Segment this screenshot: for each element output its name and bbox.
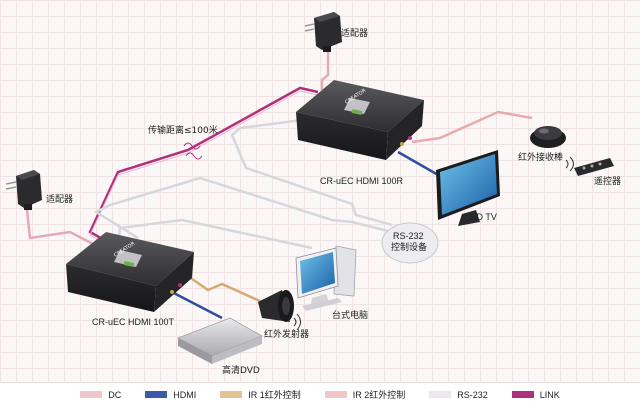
desktop-label: 台式电脑 <box>332 311 369 321</box>
dc-cable-top <box>320 52 330 90</box>
legend-item-dc: DC <box>80 390 121 400</box>
legend-item-rs232: RS-232 <box>429 390 488 400</box>
legend-swatch <box>511 391 534 398</box>
hdmi-cable-dvd <box>167 288 223 320</box>
rs232-cable-upper <box>230 116 393 227</box>
ir-receiver-label: 红外接收棒 <box>518 153 564 163</box>
legend-label: IR 2红外控制 <box>352 390 406 400</box>
legend-label: IR 1红外控制 <box>248 390 301 400</box>
legend-item-ir2: IR 2红外控制 <box>324 388 406 401</box>
legend-label: RS-232 <box>457 389 488 400</box>
legend-swatch <box>429 391 452 398</box>
ir-receiver-icon <box>530 126 566 148</box>
link-cable-outline <box>89 90 319 250</box>
legend-label: HDMI <box>173 389 197 400</box>
transmitter-device <box>66 232 194 312</box>
hdmi-cable-tv <box>397 150 441 178</box>
power-adapter-top-icon <box>304 12 342 52</box>
transmitter-model-label: CR-uEC HDMI 100T <box>92 317 175 327</box>
hdtv-label: HD TV <box>470 212 497 222</box>
link-cable <box>88 86 319 248</box>
legend-item-link: LINK <box>511 389 560 400</box>
rs232-device-label-line2: 控制设备 <box>391 243 428 253</box>
rs232-cable-lower <box>93 176 393 240</box>
dvd-label: 高清DVD <box>222 366 260 376</box>
transmission-distance-label: 传输距离≤100米 <box>148 126 218 136</box>
legend-swatch <box>220 391 243 398</box>
rs232-device-label-line1: RS-232 <box>393 231 424 241</box>
remote-control-icon <box>565 156 614 176</box>
desktop-computer-icon <box>295 245 357 311</box>
rs232-control-device-icon <box>381 222 439 264</box>
legend-swatch <box>324 391 347 398</box>
remote-label: 遥控器 <box>594 177 622 187</box>
legend-item-hdmi: HDMI <box>145 390 196 400</box>
dc-cable-left <box>25 209 96 247</box>
legend-item-ir1: IR 1红外控制 <box>220 388 301 401</box>
ir2-cable <box>411 110 533 144</box>
ir-emitter-label: 红外发射器 <box>264 330 310 340</box>
legend: DC HDMI IR 1红外控制 IR 2红外控制 RS-232 LINK <box>0 382 640 406</box>
receiver-device <box>296 80 424 160</box>
legend-label: DC <box>108 389 122 400</box>
legend-swatch <box>80 391 103 398</box>
break-mark <box>183 142 203 160</box>
legend-swatch <box>145 391 168 398</box>
hd-dvd-player-icon <box>177 317 263 364</box>
adapter-left-label: 适配器 <box>46 195 74 205</box>
ir1-cable <box>181 270 263 304</box>
adapter-top-label: 适配器 <box>341 29 369 39</box>
receiver-model-label: CR-uEC HDMI 100R <box>320 176 404 186</box>
ir-emitter-icon <box>258 290 301 331</box>
hdtv-icon <box>436 150 500 226</box>
power-adapter-left-icon <box>5 170 42 210</box>
legend-label: LINK <box>539 389 560 400</box>
